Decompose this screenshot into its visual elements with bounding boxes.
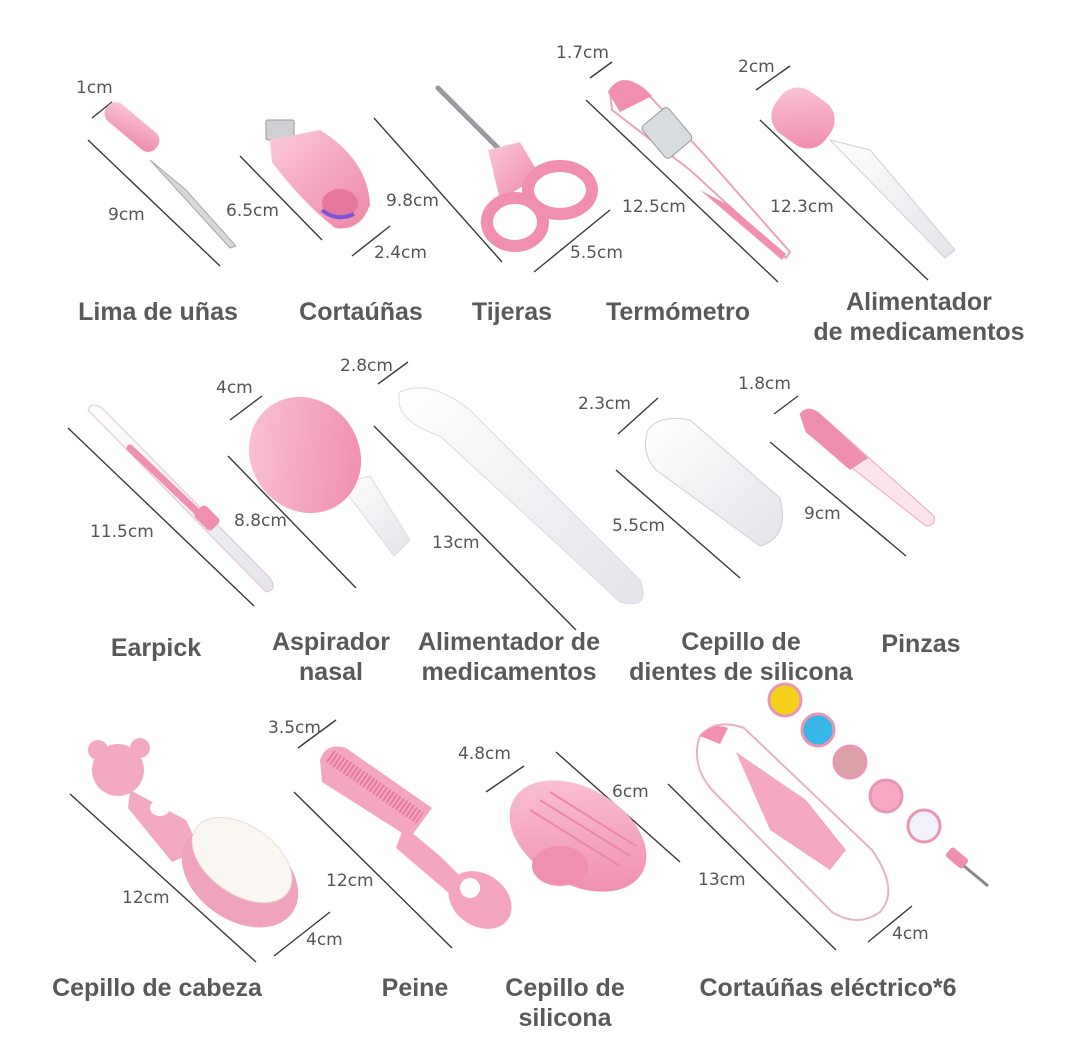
label-hair-brush: Cepillo de cabeza [52,974,262,1002]
dim-nail-file-length: 9cm [108,205,145,225]
dim-toothbrush-width: 2.3cm [578,394,631,414]
dim-silicone-brush-length: 6cm [612,782,649,802]
medicine-spoon-image [398,387,644,605]
dim-comb-length: 12cm [326,871,374,891]
dim-toothbrush-length: 5.5cm [612,516,665,536]
scissors-image [435,85,598,252]
dim-clipper-length: 6.5cm [226,201,279,221]
finger-toothbrush-image [644,417,783,547]
dim-thermometer-width: 1.7cm [556,43,609,63]
label-scissors: Tijeras [471,298,553,326]
dim-brush-width: 4cm [306,930,343,950]
dim-scissors-width: 5.5cm [570,243,623,263]
nail-file-image [104,102,237,249]
label-tweezers: Pinzas [881,630,961,658]
dim-thermometer-length: 12.5cm [622,197,686,217]
label-thermometer: Termómetro [605,298,750,326]
silicone-brush-image [509,780,647,892]
dim-silicone-brush-width: 4.8cm [458,744,511,764]
nail-clipper-image [265,119,370,229]
electric-nail-trimmer-image [696,682,989,921]
nasal-aspirator-image [248,396,411,557]
dim-dropper-length: 12.3cm [770,197,834,217]
hair-brush-image [88,738,299,928]
label-nail-file: Lima de uñas [78,298,238,326]
label-nail-clipper: Cortaúñas [299,298,423,326]
earpick-image [87,404,274,593]
thermometer-image [608,80,792,260]
dim-aspirator-length: 8.8cm [234,511,287,531]
dim-tweezers-length: 9cm [804,504,841,524]
dim-nail-file-width: 1cm [76,78,113,98]
comb-image [320,746,512,929]
dim-spoon-length: 13cm [432,533,480,553]
label-comb: Peine [381,974,449,1002]
dim-brush-length: 12cm [122,888,170,908]
label-earpick: Earpick [110,634,202,662]
label-electric-nail-trimmer: Cortaúñas eléctrico*6 [699,974,957,1002]
dim-comb-width: 3.5cm [268,718,321,738]
dim-earpick-length: 11.5cm [90,522,154,542]
medicine-dropper-image [771,87,956,259]
dim-trimmer-length: 13cm [698,870,746,890]
dim-tweezers-width: 1.8cm [738,374,791,394]
tweezers-image [799,408,935,527]
dim-spoon-width: 2.8cm [340,356,393,376]
dim-scissors-length: 9.8cm [386,191,439,211]
dim-trimmer-width: 4cm [892,924,929,944]
dim-clipper-width: 2.4cm [374,243,427,263]
dim-dropper-width: 2cm [738,57,775,77]
dim-aspirator-width: 4cm [216,378,253,398]
